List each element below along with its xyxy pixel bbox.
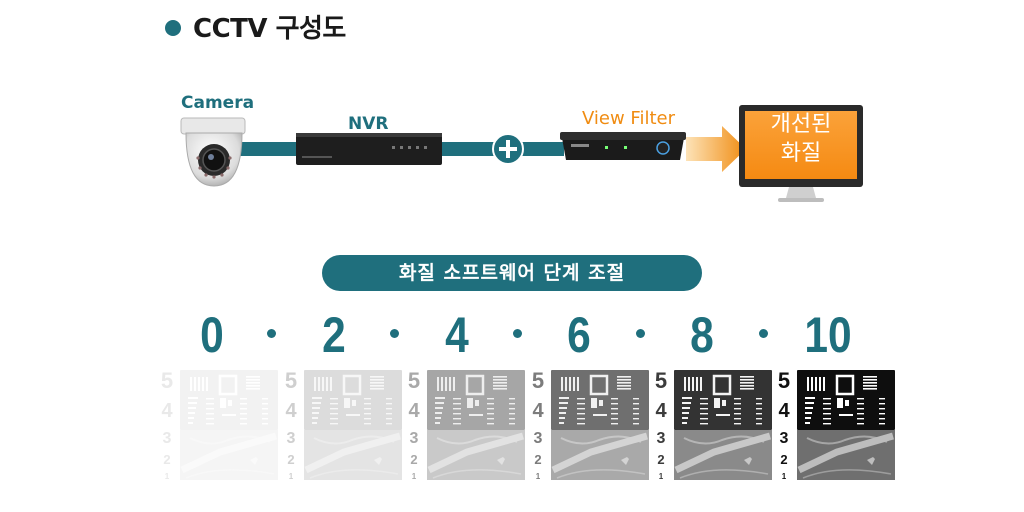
page-title: CCTV 구성도 <box>193 14 346 44</box>
view-filter-device-icon <box>560 132 686 160</box>
resolution-number: 2 <box>534 452 542 467</box>
separator-dot <box>267 329 276 338</box>
monitor-text: 개선된 화질 <box>745 110 857 168</box>
level-2: 2 <box>322 307 346 363</box>
resolution-numbers: 5 4 3 2 1 <box>156 368 178 486</box>
resolution-number: 2 <box>410 452 418 467</box>
resolution-numbers: 5 4 3 2 1 <box>773 368 795 486</box>
resolution-number: 2 <box>780 452 788 467</box>
resolution-number: 1 <box>658 472 664 481</box>
resolution-numbers: 5 4 3 2 1 <box>280 368 302 486</box>
output-arrow-icon <box>686 126 746 172</box>
aerial-photo-sample <box>551 430 649 480</box>
aerial-photo-sample <box>797 430 895 480</box>
resolution-number: 5 <box>531 368 545 393</box>
resolution-chart <box>427 370 525 430</box>
aerial-photo-sample <box>304 430 402 480</box>
resolution-chart <box>180 370 278 430</box>
resolution-number: 5 <box>777 368 791 393</box>
resolution-chart <box>304 370 402 430</box>
resolution-number: 3 <box>533 430 543 447</box>
level-0: 0 <box>200 307 224 363</box>
test-pattern-tile: 5 4 3 2 1 <box>403 368 527 486</box>
test-pattern-tile: 5 4 3 2 1 <box>280 368 404 486</box>
test-pattern-tile: 5 4 3 2 1 <box>650 368 774 486</box>
separator-dot <box>759 329 768 338</box>
resolution-number: 1 <box>164 472 170 481</box>
title-bullet <box>165 20 181 36</box>
section-pill: 화질 소프트웨어 단계 조절 <box>322 255 702 291</box>
resolution-number: 2 <box>657 452 665 467</box>
resolution-number: 3 <box>656 430 666 447</box>
separator-dot <box>636 329 645 338</box>
resolution-numbers: 5 4 3 2 1 <box>650 368 672 486</box>
nvr-device-icon <box>296 133 442 165</box>
resolution-number: 5 <box>407 368 421 393</box>
cctv-diagram <box>180 105 863 202</box>
test-pattern-tile: 5 4 3 2 1 <box>156 368 280 486</box>
resolution-number: 1 <box>411 472 417 481</box>
monitor-icon <box>739 105 863 202</box>
resolution-number: 5 <box>160 368 174 393</box>
monitor-line-2: 화질 <box>780 141 822 166</box>
resolution-numbers: 5 4 3 2 1 <box>403 368 425 486</box>
dome-camera-icon <box>180 117 246 187</box>
resolution-number: 1 <box>781 472 787 481</box>
resolution-number: 4 <box>655 400 667 422</box>
separator-dot <box>390 329 399 338</box>
resolution-number: 1 <box>288 472 294 481</box>
level-6: 6 <box>567 307 591 363</box>
resolution-number: 3 <box>286 430 296 447</box>
resolution-number: 3 <box>162 430 172 447</box>
resolution-numbers: 5 4 3 2 1 <box>527 368 549 486</box>
resolution-number: 5 <box>284 368 298 393</box>
aerial-photo-sample <box>180 430 278 480</box>
test-pattern-tile: 5 4 3 2 1 <box>773 368 897 486</box>
resolution-number: 4 <box>408 400 420 422</box>
resolution-number: 4 <box>161 400 173 422</box>
separator-dot <box>513 329 522 338</box>
resolution-number: 4 <box>285 400 297 422</box>
resolution-number: 3 <box>779 430 789 447</box>
plus-icon <box>492 133 524 165</box>
resolution-number: 3 <box>409 430 419 447</box>
resolution-chart <box>674 370 772 430</box>
resolution-number: 2 <box>287 452 295 467</box>
resolution-number: 1 <box>535 472 541 481</box>
aerial-photo-sample <box>674 430 772 480</box>
resolution-number: 5 <box>654 368 668 393</box>
resolution-chart <box>797 370 895 430</box>
level-10: 10 <box>804 307 852 363</box>
level-4: 4 <box>445 307 469 363</box>
resolution-number: 4 <box>532 400 544 422</box>
resolution-number: 4 <box>778 400 790 422</box>
aerial-photo-sample <box>427 430 525 480</box>
connector-bar <box>235 142 299 156</box>
test-pattern-tile: 5 4 3 2 1 <box>527 368 651 486</box>
resolution-number: 2 <box>163 452 171 467</box>
monitor-line-1: 개선된 <box>770 112 832 137</box>
view-filter-label: View Filter <box>582 108 676 129</box>
level-8: 8 <box>690 307 714 363</box>
resolution-chart <box>551 370 649 430</box>
nvr-label: NVR <box>348 114 389 134</box>
camera-label: Camera <box>181 93 255 113</box>
